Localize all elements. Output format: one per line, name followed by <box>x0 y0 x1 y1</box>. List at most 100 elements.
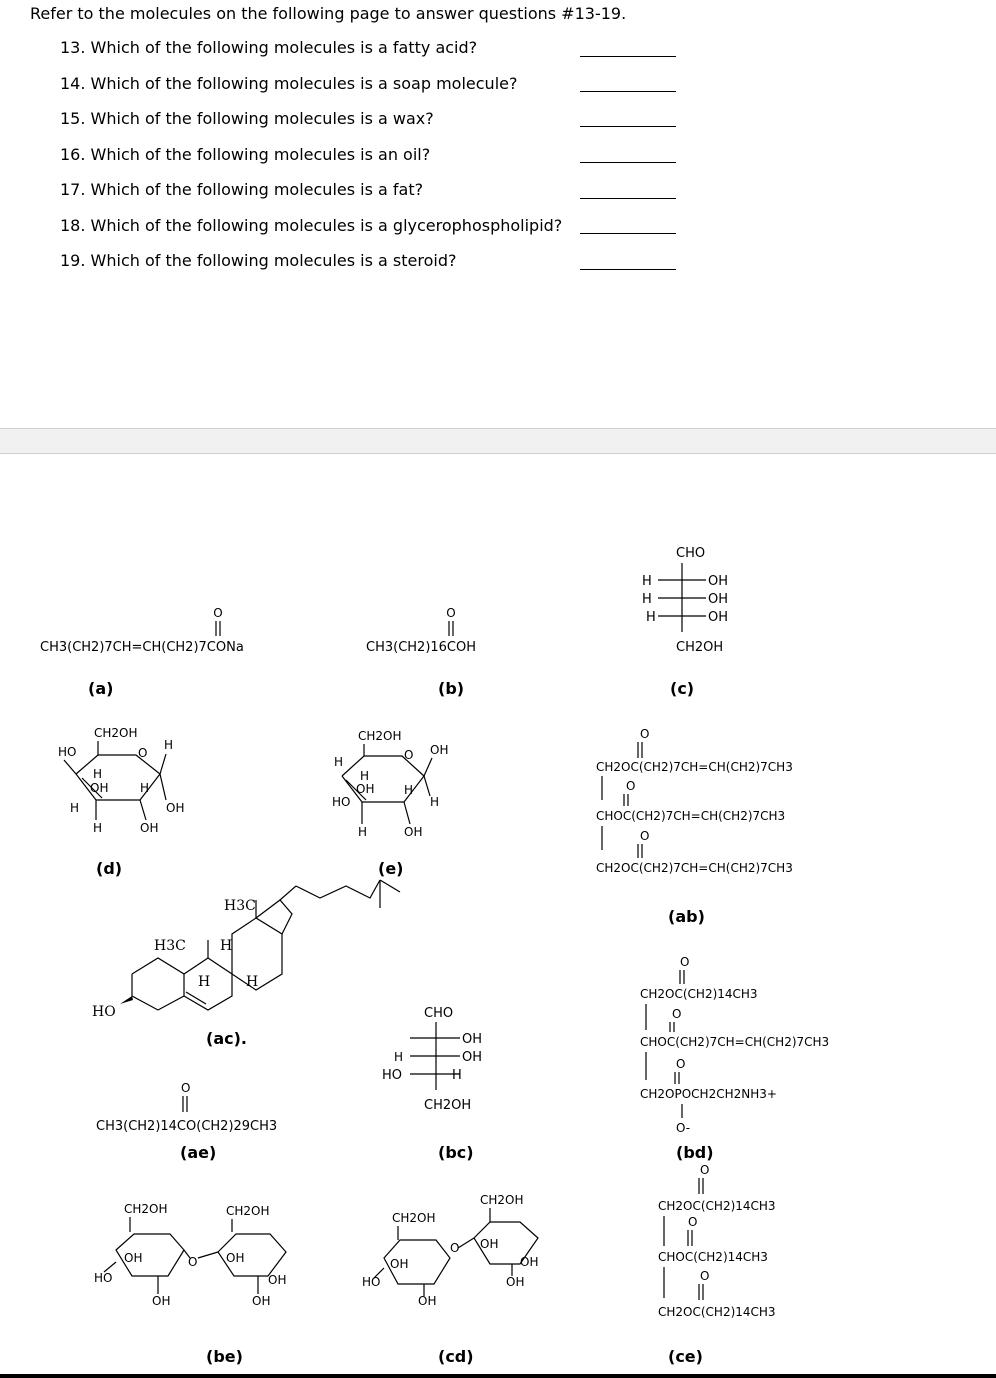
instructions-text: Refer to the molecules on the following … <box>30 4 627 23</box>
carbonyl-oxygen: O <box>680 955 689 969</box>
substituent: OH <box>166 801 184 815</box>
ester-line-1: CH2OC(CH2)14CH3 <box>658 1199 776 1213</box>
glycosidic-oxygen: O <box>188 1255 197 1269</box>
carbonyl-oxygen: O <box>640 829 649 843</box>
ch2oh-group: CH2OH <box>94 726 138 740</box>
primary-alcohol: CH2OH <box>424 1098 471 1113</box>
substituent: H <box>404 783 413 797</box>
ester-line-2: CHOC(CH2)7CH=CH(CH2)7CH3 <box>640 1035 829 1049</box>
hydroxyl-group: HO <box>92 1004 116 1020</box>
answer-blank-18[interactable] <box>580 233 676 234</box>
molecule-bc: CHO OH OH H H HO CH2OH (bc) <box>382 1006 482 1162</box>
methyl-group: H3C <box>154 938 186 954</box>
question-number: 17. <box>60 180 86 199</box>
molecule-be: CH2OH OH HO OH O CH2OH OH OH OH (be) <box>94 1202 287 1366</box>
molecule-e: CH2OH O OH H H OH H HO H H OH (e) <box>332 729 448 878</box>
substituent: H <box>394 1050 403 1064</box>
ch2oh-group: CH2OH <box>480 1193 524 1207</box>
formula-a: CH3(CH2)7CH=CH(CH2)7CONa <box>40 640 244 655</box>
substituent: H <box>452 1068 462 1083</box>
ch2oh-group: CH2OH <box>124 1202 168 1216</box>
molecule-cd: CH2OH OH HO OH O CH2OH OH OH OH (cd) <box>362 1193 539 1366</box>
substituent: H <box>334 755 343 769</box>
hydrogen: H <box>220 938 232 954</box>
label-cd: (cd) <box>438 1347 474 1366</box>
question-13: 13. Which of the following molecules is … <box>60 38 477 57</box>
substituent: H <box>430 795 439 809</box>
question-number: 13. <box>60 38 86 57</box>
carbonyl-oxygen: O <box>700 1269 709 1283</box>
substituent: OH <box>708 610 728 625</box>
carbonyl-oxygen: O <box>181 1081 190 1095</box>
substituent: H <box>642 574 652 589</box>
substituent: OH <box>708 592 728 607</box>
molecule-b: O CH3(CH2)16COH (b) <box>366 606 476 698</box>
phosphoryl-oxygen: O <box>676 1057 685 1071</box>
carbonyl-oxygen: O <box>626 779 635 793</box>
molecule-ac: H3C H3C H H H HO (ac). <box>92 879 401 1048</box>
question-number: 18. <box>60 216 86 235</box>
ch2oh-group: CH2OH <box>392 1211 436 1225</box>
substituent: OH <box>124 1251 142 1265</box>
question-text: Which of the following molecules is a so… <box>90 74 518 93</box>
question-17: 17. Which of the following molecules is … <box>60 180 423 199</box>
molecule-c: CHO H H H OH OH OH CH2OH (c) <box>642 546 728 698</box>
molecule-ab: O CH2OC(CH2)7CH=CH(CH2)7CH3 O CHOC(CH2)7… <box>596 727 793 926</box>
substituent: OH <box>90 781 108 795</box>
molecule-structures: O CH3(CH2)7CH=CH(CH2)7CONa (a) O CH3(CH2… <box>40 546 829 1366</box>
ester-line-1: CH2OC(CH2)14CH3 <box>640 987 758 1001</box>
ester-line-2: CHOC(CH2)7CH=CH(CH2)7CH3 <box>596 809 785 823</box>
substituent: OH <box>226 1251 244 1265</box>
substituent: HO <box>332 795 350 809</box>
answer-blank-14[interactable] <box>580 91 676 92</box>
question-16: 16. Which of the following molecules is … <box>60 145 430 164</box>
substituent: H <box>140 781 149 795</box>
label-ae: (ae) <box>180 1143 216 1162</box>
ester-line-1: CH2OC(CH2)7CH=CH(CH2)7CH3 <box>596 760 793 774</box>
substituent: OH <box>430 743 448 757</box>
substituent: OH <box>480 1237 498 1251</box>
molecule-ae: O CH3(CH2)14CO(CH2)29CH3 (ae) <box>96 1081 277 1162</box>
carbonyl-oxygen: O <box>688 1215 697 1229</box>
molecule-a: O CH3(CH2)7CH=CH(CH2)7CONa (a) <box>40 606 244 698</box>
question-number: 16. <box>60 145 86 164</box>
question-number: 19. <box>60 251 86 270</box>
question-text: Which of the following molecules is a wa… <box>90 109 434 128</box>
molecule-bd: O CH2OC(CH2)14CH3 O CHOC(CH2)7CH=CH(CH2)… <box>640 955 829 1162</box>
substituent: OH <box>268 1273 286 1287</box>
answer-blank-15[interactable] <box>580 126 676 127</box>
label-d: (d) <box>96 859 122 878</box>
substituent: H <box>642 592 652 607</box>
carbonyl-oxygen: O <box>446 606 455 620</box>
anionic-oxygen: O- <box>676 1121 690 1135</box>
substituent: HO <box>58 745 76 759</box>
answer-blank-13[interactable] <box>580 56 676 57</box>
question-14: 14. Which of the following molecules is … <box>60 74 517 93</box>
substituent: OH <box>356 782 374 796</box>
hydrogen: H <box>246 974 258 990</box>
substituent: OH <box>462 1032 482 1047</box>
question-18: 18. Which of the following molecules is … <box>60 216 562 235</box>
ester-line-2: CHOC(CH2)14CH3 <box>658 1250 768 1264</box>
substituent: OH <box>462 1050 482 1065</box>
primary-alcohol: CH2OH <box>676 640 723 655</box>
label-e: (e) <box>378 859 403 878</box>
substituent: H <box>358 825 367 839</box>
label-ab: (ab) <box>668 907 705 926</box>
molecule-ce: O CH2OC(CH2)14CH3 O CHOC(CH2)14CH3 O CH2… <box>658 1163 776 1366</box>
answer-blank-16[interactable] <box>580 162 676 163</box>
answer-blank-19[interactable] <box>580 269 676 270</box>
formula-b: CH3(CH2)16COH <box>366 640 476 655</box>
question-text: Which of the following molecules is a st… <box>90 251 457 270</box>
substituent: H <box>360 769 369 783</box>
substituent: OH <box>252 1294 270 1308</box>
ch2oh-group: CH2OH <box>358 729 402 743</box>
question-19: 19. Which of the following molecules is … <box>60 251 456 270</box>
carbonyl-oxygen: O <box>213 606 222 620</box>
substituent: HO <box>382 1068 402 1083</box>
aldehyde-group: CHO <box>676 546 705 561</box>
answer-blank-17[interactable] <box>580 198 676 199</box>
formula-ae: CH3(CH2)14CO(CH2)29CH3 <box>96 1119 277 1134</box>
ester-line-3: CH2OC(CH2)7CH=CH(CH2)7CH3 <box>596 861 793 875</box>
carbonyl-oxygen: O <box>672 1007 681 1021</box>
